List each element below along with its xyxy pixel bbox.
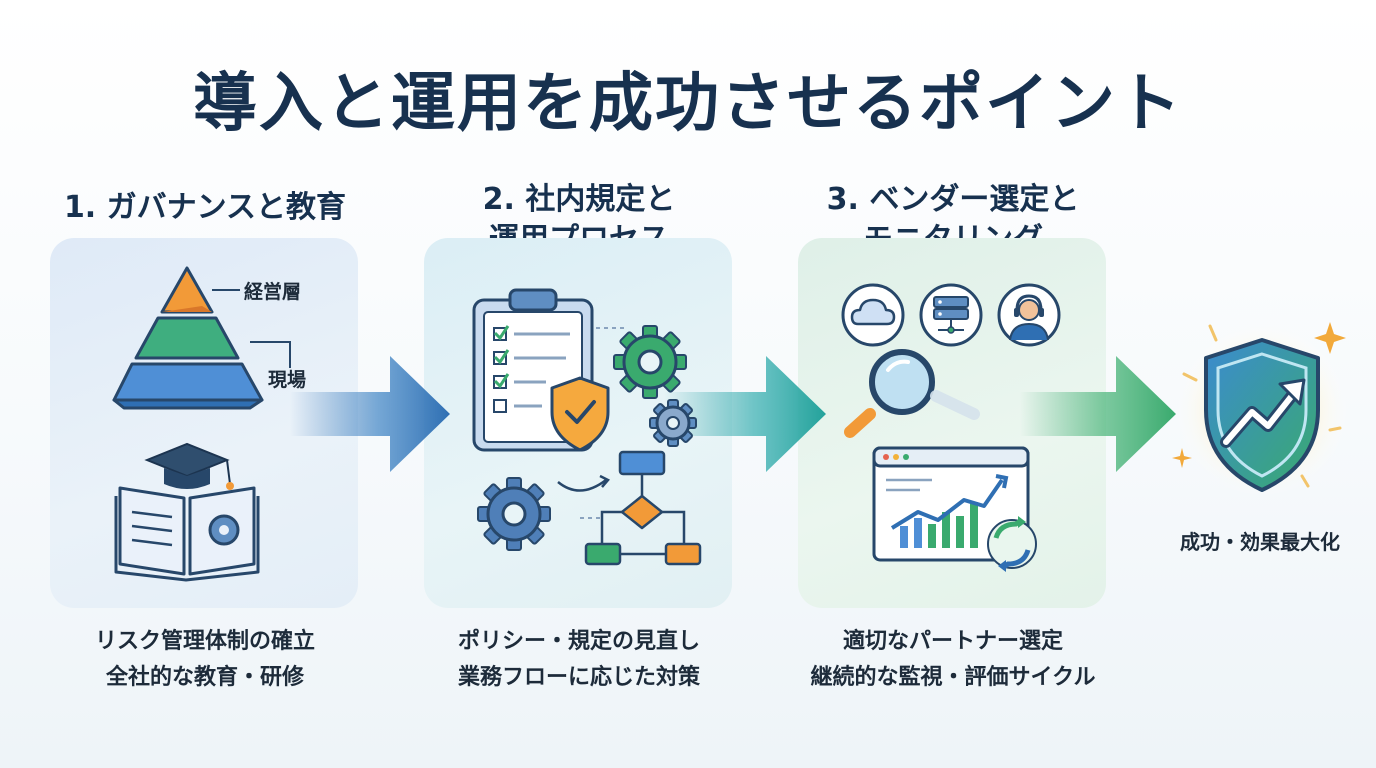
hierarchy-pyramid-icon: 経営層 現場	[112, 266, 306, 410]
arrow-step2-to-step3	[664, 356, 826, 472]
education-book-icon	[114, 442, 260, 582]
step-1-caption-line-1: リスク管理体制の確立	[94, 629, 315, 654]
clipboard-checklist-icon	[472, 288, 610, 452]
gear-icon	[613, 325, 687, 399]
step-3-caption: 適切なパートナー選定 継続的な監視・評価サイクル	[770, 624, 1136, 696]
step-2-caption: ポリシー・規定の見直し 業務フローに応じた対策	[404, 624, 754, 696]
support-agent-icon	[997, 283, 1061, 347]
arrow-step1-to-step2	[290, 356, 450, 472]
flowchart-icon	[557, 450, 702, 566]
step-1-caption: リスク管理体制の確立 全社的な教育・研修	[30, 624, 380, 696]
step-1-title-line-1: 1. ガバナンスと教育	[63, 190, 347, 225]
cloud-icon	[841, 283, 905, 347]
gear-icon	[477, 477, 551, 551]
step-1-title: 1. ガバナンスと教育	[30, 188, 380, 228]
step-2-caption-line-1: ポリシー・規定の見直し	[457, 629, 700, 654]
step-3-caption-line-2: 継続的な監視・評価サイクル	[810, 665, 1096, 690]
step-2-title-line-1: 2. 社内規定と	[482, 182, 676, 217]
pyramid-label-bottom: 現場	[268, 369, 306, 391]
server-icon	[919, 283, 983, 347]
step-2-caption-line-2: 業務フローに応じた対策	[457, 665, 700, 690]
connector-lines	[596, 327, 624, 329]
step-1-caption-line-2: 全社的な教育・研修	[105, 665, 304, 690]
final-outcome-label: 成功・効果最大化	[1180, 530, 1340, 554]
gear-icon	[649, 399, 697, 447]
step-3-caption-line-1: 適切なパートナー選定	[842, 629, 1063, 654]
magnifier-icon	[844, 349, 980, 438]
step-3-title-line-1: 3. ベンダー選定と	[826, 182, 1080, 217]
page-title: 導入と運用を成功させるポイント	[193, 67, 1183, 141]
monitoring-dashboard-icon	[872, 446, 1037, 572]
success-shield-icon	[1172, 322, 1350, 498]
pyramid-label-top: 経営層	[244, 280, 301, 303]
arrow-step3-to-final	[1020, 356, 1176, 472]
